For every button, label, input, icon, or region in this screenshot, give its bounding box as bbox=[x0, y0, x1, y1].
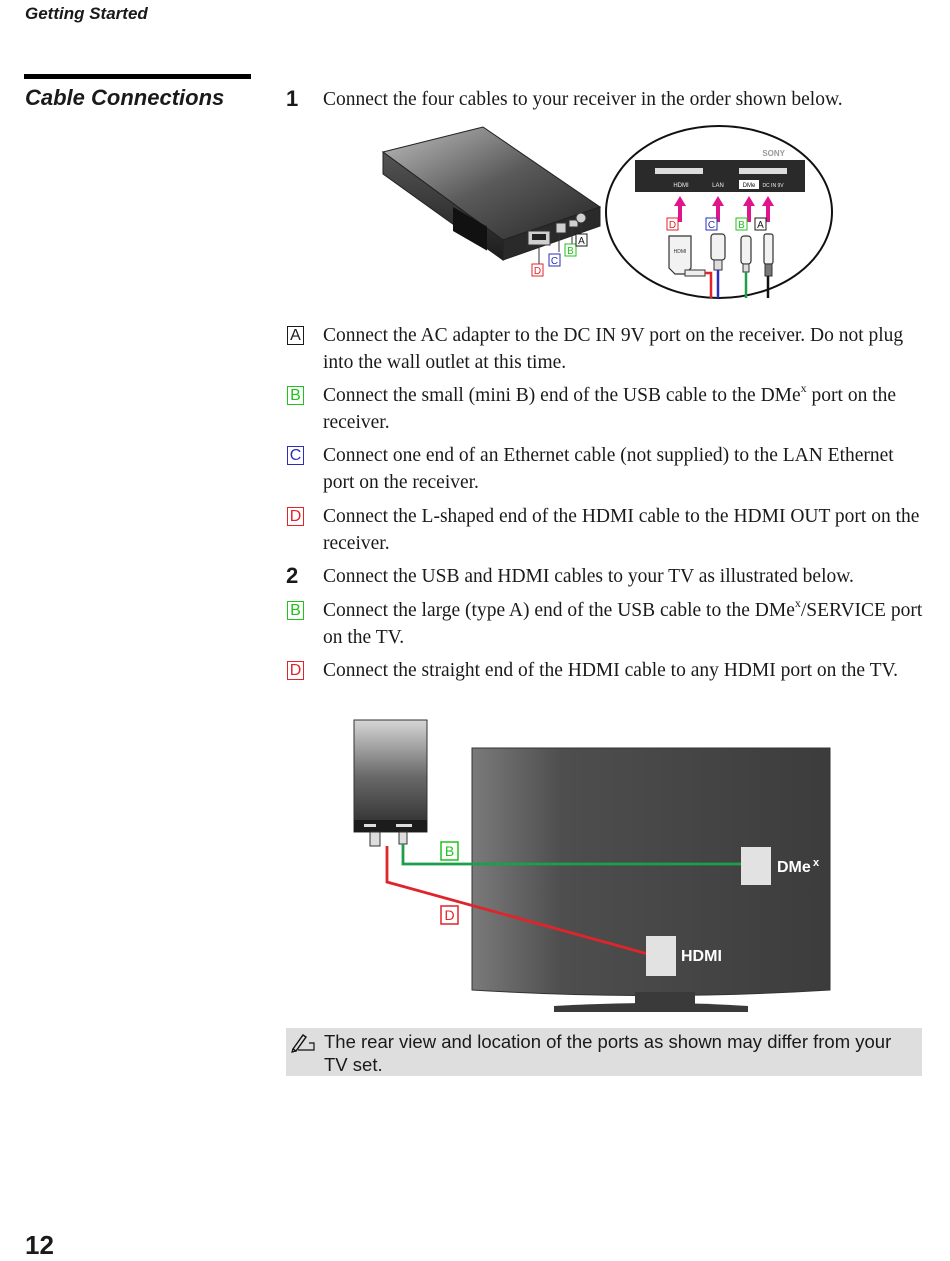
item-d-tv-text: Connect the straight end of the HDMI cab… bbox=[323, 660, 898, 681]
tv-illustration bbox=[471, 747, 831, 1012]
hdmi-cable bbox=[385, 846, 649, 956]
receiver-badge-a: A bbox=[578, 236, 585, 247]
running-header: Getting Started bbox=[25, 4, 148, 23]
closeup-badge-b: B bbox=[738, 220, 745, 231]
port-lan-label: LAN bbox=[712, 183, 724, 189]
usb-mini-plug bbox=[740, 235, 752, 273]
receiver-standing bbox=[353, 719, 428, 847]
badge-d-tv: D bbox=[287, 661, 304, 680]
note-box: The rear view and location of the ports … bbox=[286, 1028, 922, 1076]
badge-d: D bbox=[287, 507, 304, 526]
badge-b: B bbox=[287, 386, 304, 405]
closeup-badge-c: C bbox=[708, 220, 715, 231]
tv-dmex-sup: x bbox=[813, 857, 820, 869]
step-1-number: 1 bbox=[286, 86, 299, 111]
note-text: The rear view and location of the ports … bbox=[324, 1031, 892, 1075]
port-dmex-label: DMe bbox=[743, 183, 756, 189]
tv-badge-b: B bbox=[445, 843, 454, 859]
connection-arrows bbox=[674, 196, 774, 222]
badge-a: A bbox=[287, 326, 304, 345]
tv-dmex-port bbox=[741, 847, 771, 885]
step-2-text: Connect the USB and HDMI cables to your … bbox=[323, 566, 854, 587]
receiver-illustration: D C B A bbox=[381, 126, 602, 277]
item-b-tv-text: Connect the large (type A) end of the US… bbox=[323, 595, 923, 649]
hdmi-plug: HDMI bbox=[668, 235, 706, 277]
item-b-text: Connect the small (mini B) end of the US… bbox=[323, 380, 897, 434]
port-hdmi-label: HDMI bbox=[673, 183, 689, 189]
item-c-text: Connect one end of an Ethernet cable (no… bbox=[323, 445, 894, 493]
badge-b-tv: B bbox=[287, 601, 304, 620]
tv-connection-diagram: DMe x HDMI B D bbox=[353, 719, 831, 1012]
port-dcin-label: DC IN 9V bbox=[762, 183, 784, 189]
tv-badge-d: D bbox=[444, 907, 454, 923]
tv-dmex-label: DMe bbox=[777, 859, 811, 876]
dc-plug bbox=[763, 233, 774, 277]
closeup-badge-a: A bbox=[757, 220, 764, 231]
tv-hdmi-port bbox=[646, 936, 676, 976]
section-title: Cable Connections bbox=[25, 85, 225, 110]
port-closeup: SONY HDMI LAN DMe DC IN 9V D C B A HDMI bbox=[605, 125, 833, 299]
usb-cable bbox=[401, 844, 742, 866]
step-1-text: Connect the four cables to your receiver… bbox=[323, 89, 843, 110]
svg-text:HDMI: HDMI bbox=[674, 249, 687, 255]
receiver-badge-c: C bbox=[551, 256, 558, 267]
receiver-connection-diagram: D C B A SONY HDMI LAN DMe DC IN 9V D C B bbox=[381, 125, 833, 299]
item-d-text: Connect the L-shaped end of the HDMI cab… bbox=[323, 506, 920, 554]
tv-hdmi-label: HDMI bbox=[681, 948, 722, 965]
closeup-badge-d: D bbox=[669, 220, 676, 231]
badge-c: C bbox=[287, 446, 304, 465]
step-2-number: 2 bbox=[286, 563, 299, 588]
section-rule bbox=[24, 74, 251, 79]
receiver-badge-d: D bbox=[534, 266, 541, 277]
item-a-text: Connect the AC adapter to the DC IN 9V p… bbox=[323, 325, 904, 373]
receiver-badge-b: B bbox=[567, 246, 574, 257]
page-number: 12 bbox=[25, 1230, 54, 1260]
brand-label: SONY bbox=[762, 149, 785, 158]
pencil-note-icon bbox=[291, 1034, 315, 1053]
